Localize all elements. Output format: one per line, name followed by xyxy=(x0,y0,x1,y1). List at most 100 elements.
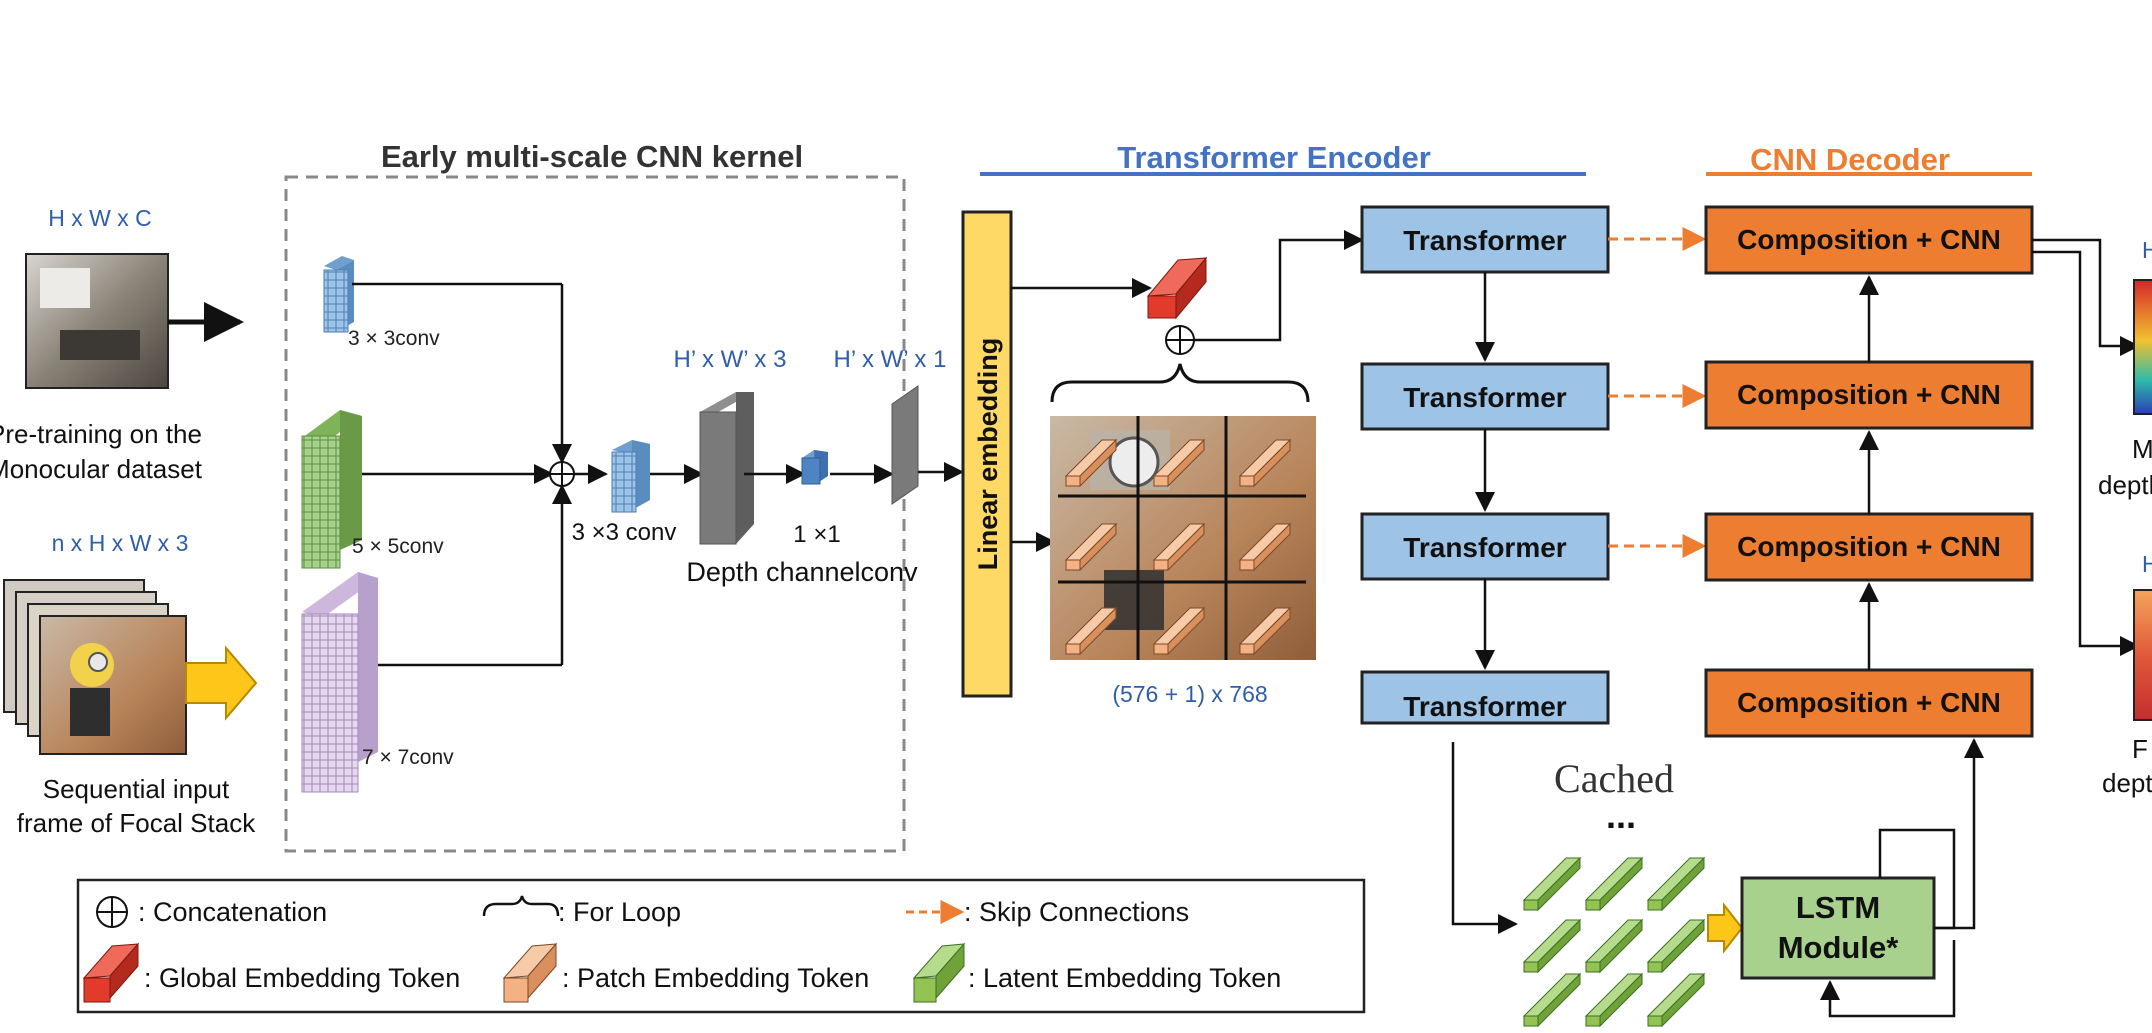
latent-token xyxy=(1646,972,1706,1028)
latent-token xyxy=(1584,972,1644,1028)
transformer-block-4: Transformer xyxy=(1360,670,1610,725)
latent-token xyxy=(1646,856,1706,912)
latent-token xyxy=(1522,972,1582,1028)
decoder-title: CNN Decoder xyxy=(1750,142,1950,177)
svg-text:Transformer: Transformer xyxy=(1403,382,1566,413)
cached-latent-tokens xyxy=(1522,856,1706,1028)
merged-kernel xyxy=(611,440,650,513)
decoder-to-monocular-output-arrow xyxy=(2032,238,2140,356)
svg-text:Composition + CNN: Composition + CNN xyxy=(1737,379,2001,410)
output-dims-bottom: H xyxy=(2142,551,2152,577)
cached-label: Cached xyxy=(1554,756,1674,801)
legend-global-token: : Global Embedding Token xyxy=(144,963,460,993)
dims-a-label: H’ x W’ x 3 xyxy=(674,346,787,373)
latent-token xyxy=(1522,918,1582,974)
output-label-top-2: depth xyxy=(2098,470,2152,500)
svg-text:Transformer: Transformer xyxy=(1403,691,1566,722)
transformer-block-1: Transformer xyxy=(1360,205,1610,274)
kernel-1x1 xyxy=(801,450,828,485)
cached-ellipsis: ... xyxy=(1606,795,1636,836)
legend-concatenation: : Concatenation xyxy=(138,897,327,927)
conv3-label: 3 × 3conv xyxy=(348,327,440,350)
output-dims-top: H xyxy=(2142,237,2152,263)
depth-channel-sheet xyxy=(891,385,919,505)
lstm-to-decoder-arrow xyxy=(1934,738,1984,930)
early-cnn-title: Early multi-scale CNN kernel xyxy=(381,139,803,174)
svg-text:LSTM: LSTM xyxy=(1796,890,1880,925)
patch-token xyxy=(1238,438,1292,488)
output-label-bottom-1: F xyxy=(2132,734,2148,764)
patch-dims-label: (576 + 1) x 768 xyxy=(1112,681,1267,707)
focal-depth-map xyxy=(2133,589,2152,721)
svg-text:Composition + CNN: Composition + CNN xyxy=(1737,687,2001,718)
concat-symbol-early xyxy=(549,461,575,487)
transformer-to-cache-arrow xyxy=(1451,742,1518,934)
early-cnn-frame xyxy=(284,175,906,853)
focal-stack-arrow xyxy=(185,645,258,721)
legend-concat-icon xyxy=(96,896,128,928)
conv7-label: 7 × 7conv xyxy=(362,746,454,769)
patch-tokens xyxy=(1064,438,1292,656)
legend-global-token-icon xyxy=(82,942,140,1003)
legend-patch-token-icon xyxy=(502,942,558,1003)
kernel-7x7 xyxy=(301,572,378,793)
latent-token xyxy=(1646,918,1706,974)
input-label-top-2: Monocular dataset xyxy=(0,454,203,484)
patch-token xyxy=(1064,606,1118,656)
global-embedding-token xyxy=(1146,256,1208,320)
dims-b-label: H’ x W’ x 1 xyxy=(834,346,947,373)
svg-text:Composition + CNN: Composition + CNN xyxy=(1737,531,2001,562)
decoder-block-1: Composition + CNN xyxy=(1704,205,2034,275)
merged-conv-label: 3 ×3 conv xyxy=(572,519,677,546)
transformer-block-2: Transformer xyxy=(1360,362,1610,431)
monocular-input-image xyxy=(25,253,169,389)
decoder-block-2: Composition + CNN xyxy=(1704,360,2034,430)
decoder-block-3: Composition + CNN xyxy=(1704,512,2034,582)
output-label-top-1: M xyxy=(2132,434,2152,464)
concat-to-transformer-arrow xyxy=(1194,230,1364,342)
lstm-module: LSTM Module* xyxy=(1740,876,1936,980)
svg-text:Transformer: Transformer xyxy=(1403,225,1566,256)
patch-brace xyxy=(1050,363,1310,403)
patch-token xyxy=(1238,606,1292,656)
feature-block-3ch xyxy=(699,392,754,545)
patch-token xyxy=(1152,438,1206,488)
linear-embedding-label: Linear embedding xyxy=(973,338,1003,571)
decoder-block-4: Composition + CNN xyxy=(1704,668,2034,738)
input-dims-top: H x W x C xyxy=(48,205,152,231)
patch-token xyxy=(1064,438,1118,488)
legend-skip-connections: : Skip Connections xyxy=(964,897,1189,927)
patch-token xyxy=(1152,522,1206,572)
legend-latent-token-icon xyxy=(912,942,966,1003)
patch-token xyxy=(1064,522,1118,572)
svg-text:Module*: Module* xyxy=(1778,930,1899,965)
decoder-to-focal-output-arrow xyxy=(2032,250,2140,656)
input-label-bottom-2: frame of Focal Stack xyxy=(17,808,256,838)
svg-text:Transformer: Transformer xyxy=(1403,532,1566,563)
legend-loop-icon xyxy=(482,895,560,917)
kernel-3x3 xyxy=(323,256,354,333)
depth-conv-label: Depth channelconv xyxy=(686,557,918,587)
input-dims-bottom: n x H x W x 3 xyxy=(52,530,189,556)
latent-token xyxy=(1584,856,1644,912)
lstm-self-loop-bottom xyxy=(1820,940,1956,1018)
legend-for-loop: : For Loop xyxy=(558,897,681,927)
output-label-bottom-2: depth xyxy=(2102,768,2152,798)
focal-stack-image xyxy=(3,579,187,755)
legend-patch-token: : Patch Embedding Token xyxy=(562,963,869,993)
legend-latent-token: : Latent Embedding Token xyxy=(968,963,1281,993)
one-by-one-label: 1 ×1 xyxy=(793,521,840,548)
encoder-title: Transformer Encoder xyxy=(1117,140,1431,175)
kernel-5x5 xyxy=(301,410,362,569)
monocular-depth-map xyxy=(2133,279,2152,415)
conv5-label: 5 × 5conv xyxy=(352,535,444,558)
input-label-top-1: Pre-training on the xyxy=(0,419,202,449)
cache-to-lstm-arrow xyxy=(1707,902,1744,954)
patch-token xyxy=(1238,522,1292,572)
latent-token xyxy=(1522,856,1582,912)
concat-symbol-encoder xyxy=(1165,325,1195,355)
latent-token xyxy=(1584,918,1644,974)
patch-token xyxy=(1152,606,1206,656)
legend-box xyxy=(76,878,1366,1014)
